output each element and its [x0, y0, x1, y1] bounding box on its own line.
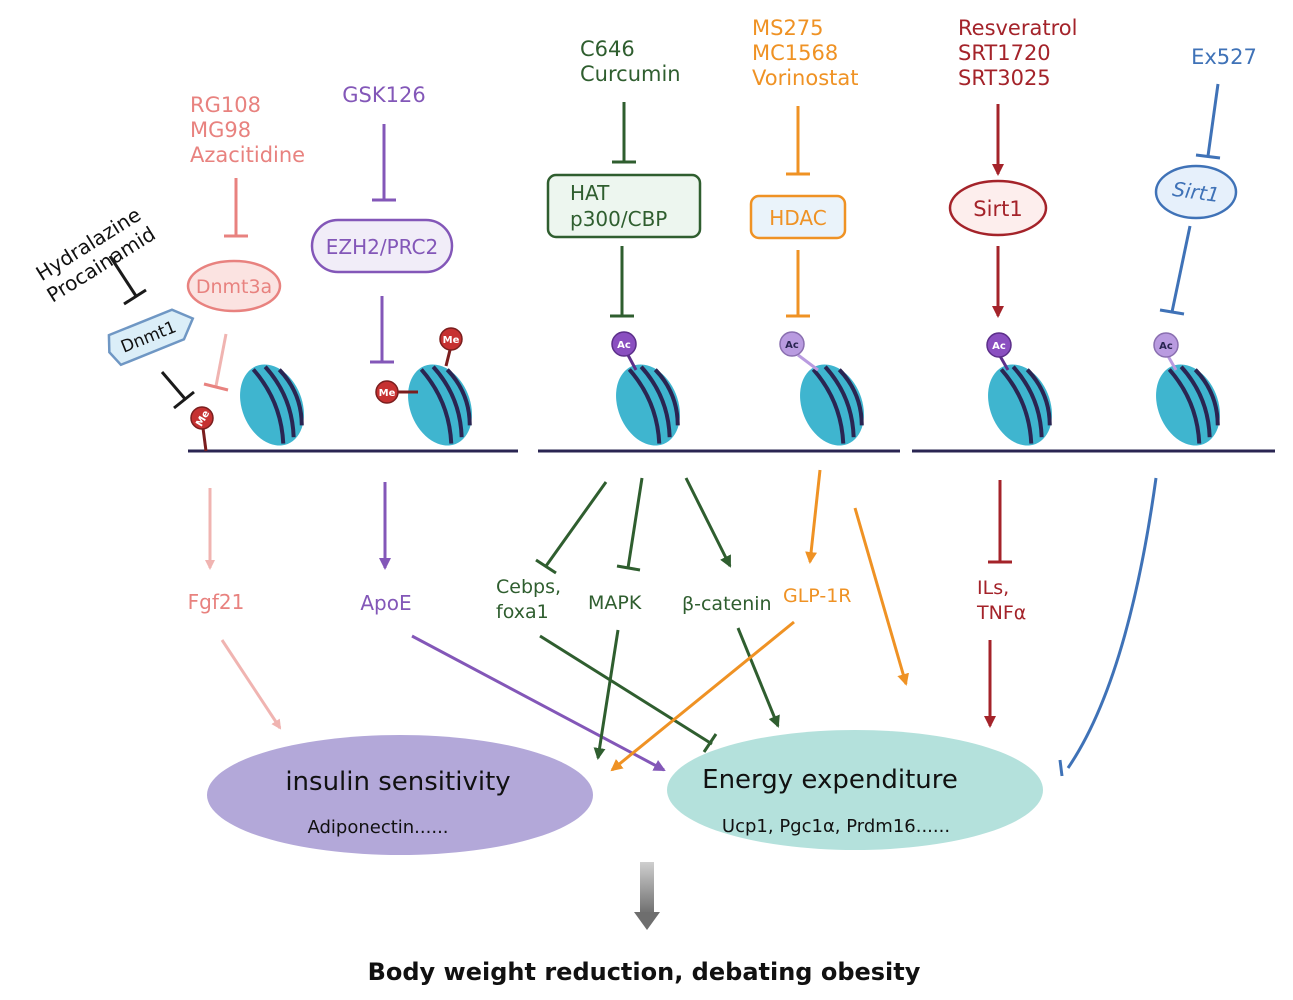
- enzyme-hdac-label: HDAC: [769, 206, 826, 230]
- methyl-mark-dna: Me: [190, 406, 214, 452]
- final-arrow-shaft: [640, 862, 654, 914]
- target-ils: ILs,: [977, 577, 1009, 599]
- enzyme-hat: [546, 173, 702, 239]
- drug-srt1720: SRT1720: [958, 41, 1051, 65]
- insulin-sensitivity-ellipse: [207, 735, 593, 855]
- acetyl-mark-sirt1-act: Ac: [986, 332, 1012, 371]
- enzyme-dnmt1: Dnmt1: [107, 308, 195, 367]
- target-apoe: ApoE: [360, 591, 411, 615]
- enzyme-sirt1-inh: [1154, 164, 1238, 220]
- target-foxa1: foxa1: [496, 601, 549, 623]
- inhibit-line-dnmt1-drugs: [108, 255, 138, 297]
- inhibit-line-dnmt3a-me: [214, 333, 228, 387]
- arrow-mapk-insulin: [593, 629, 620, 760]
- methyl-mark-histone-1: Me: [375, 380, 418, 404]
- nucleosome-2: [408, 364, 472, 446]
- enzyme-dnmt3a-label: Dnmt3a: [196, 276, 272, 298]
- enzyme-ezh2: [310, 218, 454, 274]
- energy-expenditure-sub: Ucp1, Pgc1α, Prdm16......: [722, 816, 950, 837]
- svg-text:Ac: Ac: [1159, 341, 1173, 352]
- footer-conclusion: Body weight reduction, debating obesity: [368, 958, 921, 986]
- drug-vorinostat: Vorinostat: [752, 66, 859, 90]
- enzyme-hat-label-1: HAT: [570, 181, 610, 205]
- drug-group-hdac: MS275 MC1568 Vorinostat: [752, 16, 859, 90]
- arrow-dna-catenin: [684, 477, 732, 568]
- target-cebps: Cebps,: [496, 576, 561, 598]
- enzyme-ezh2-label: EZH2/PRC2: [326, 235, 439, 259]
- nucleosome-6: [1156, 364, 1220, 446]
- drug-group-dnmt3a: RG108 MG98 Azacitidine: [190, 93, 305, 167]
- arrow-catenin-energy: [736, 627, 780, 728]
- drug-srt3025: SRT3025: [958, 66, 1051, 90]
- methyl-mark-histone-2: Me: [439, 327, 463, 367]
- target-glp1r: GLP-1R: [783, 585, 852, 607]
- target-mapk: MAPK: [588, 592, 642, 614]
- target-fgf21: Fgf21: [188, 590, 245, 614]
- drug-curcumin: Curcumin: [580, 62, 681, 86]
- acetyl-mark-hat: Ac: [611, 331, 638, 371]
- arrow-dna-glp1r: [805, 469, 822, 564]
- inhibit-line-ex527: [1206, 83, 1220, 157]
- drug-resveratrol: Resveratrol: [958, 16, 1077, 40]
- enzyme-sirt1-act: [948, 179, 1048, 237]
- inhibit-line-sirt1-ac: [1170, 225, 1192, 313]
- drug-rg108: RG108: [190, 93, 261, 117]
- drug-gsk126: GSK126: [342, 83, 425, 107]
- inhibit-line-cebps: [544, 481, 608, 567]
- final-arrow-head: [634, 912, 660, 930]
- insulin-sensitivity-title: insulin sensitivity: [285, 767, 510, 797]
- inhibit-line-mapk: [626, 477, 644, 569]
- target-tnfa: TNFα: [976, 602, 1026, 624]
- enzyme-dnmt3a: [186, 259, 282, 313]
- acetyl-mark-hdac: Ac: [779, 331, 819, 372]
- svg-text:Me: Me: [379, 388, 396, 399]
- drug-azacitidine: Azacitidine: [190, 143, 305, 167]
- svg-text:Me: Me: [443, 335, 460, 346]
- drug-group-hat: C646 Curcumin: [580, 37, 681, 86]
- arrow-apoe-energy: [411, 634, 666, 772]
- inhibit-line-cebps-energy: [539, 634, 713, 746]
- nucleosome-4: [800, 364, 864, 446]
- energy-expenditure-ellipse: [667, 730, 1043, 850]
- acetyl-mark-sirt1-inh: Ac: [1153, 332, 1179, 371]
- inhibit-line-dnmt1-me: [160, 371, 188, 401]
- nucleosome-1: [240, 364, 304, 446]
- arrow-fgf21-insulin: [220, 639, 282, 730]
- inhibit-line-sirt1-energy: [1066, 477, 1158, 769]
- nucleosome-5: [988, 364, 1052, 446]
- arrow-glp1r-insulin: [610, 620, 795, 772]
- nucleosome-3: [616, 364, 680, 446]
- drug-ex527: Ex527: [1191, 45, 1257, 69]
- insulin-sensitivity-sub: Adiponectin......: [307, 817, 448, 838]
- drug-group-dnmt1: Hydralazine Procainamid: [32, 202, 160, 307]
- arrow-hdac-energy: [853, 507, 909, 686]
- enzyme-hat-label-2: p300/CBP: [570, 207, 667, 231]
- energy-expenditure-title: Energy expenditure: [702, 765, 958, 795]
- enzyme-hdac: [749, 194, 847, 240]
- drug-c646: C646: [580, 37, 635, 61]
- drug-ms275: MS275: [752, 16, 824, 40]
- svg-text:Ac: Ac: [617, 340, 631, 351]
- svg-text:Ac: Ac: [992, 341, 1006, 352]
- target-catenin: β-catenin: [682, 593, 772, 615]
- drug-mg98: MG98: [190, 118, 251, 142]
- drug-group-sirt1-act: Resveratrol SRT1720 SRT3025: [958, 16, 1077, 90]
- enzyme-sirt1-act-label: Sirt1: [973, 197, 1022, 221]
- drug-mc1568: MC1568: [752, 41, 838, 65]
- svg-text:Ac: Ac: [785, 340, 799, 351]
